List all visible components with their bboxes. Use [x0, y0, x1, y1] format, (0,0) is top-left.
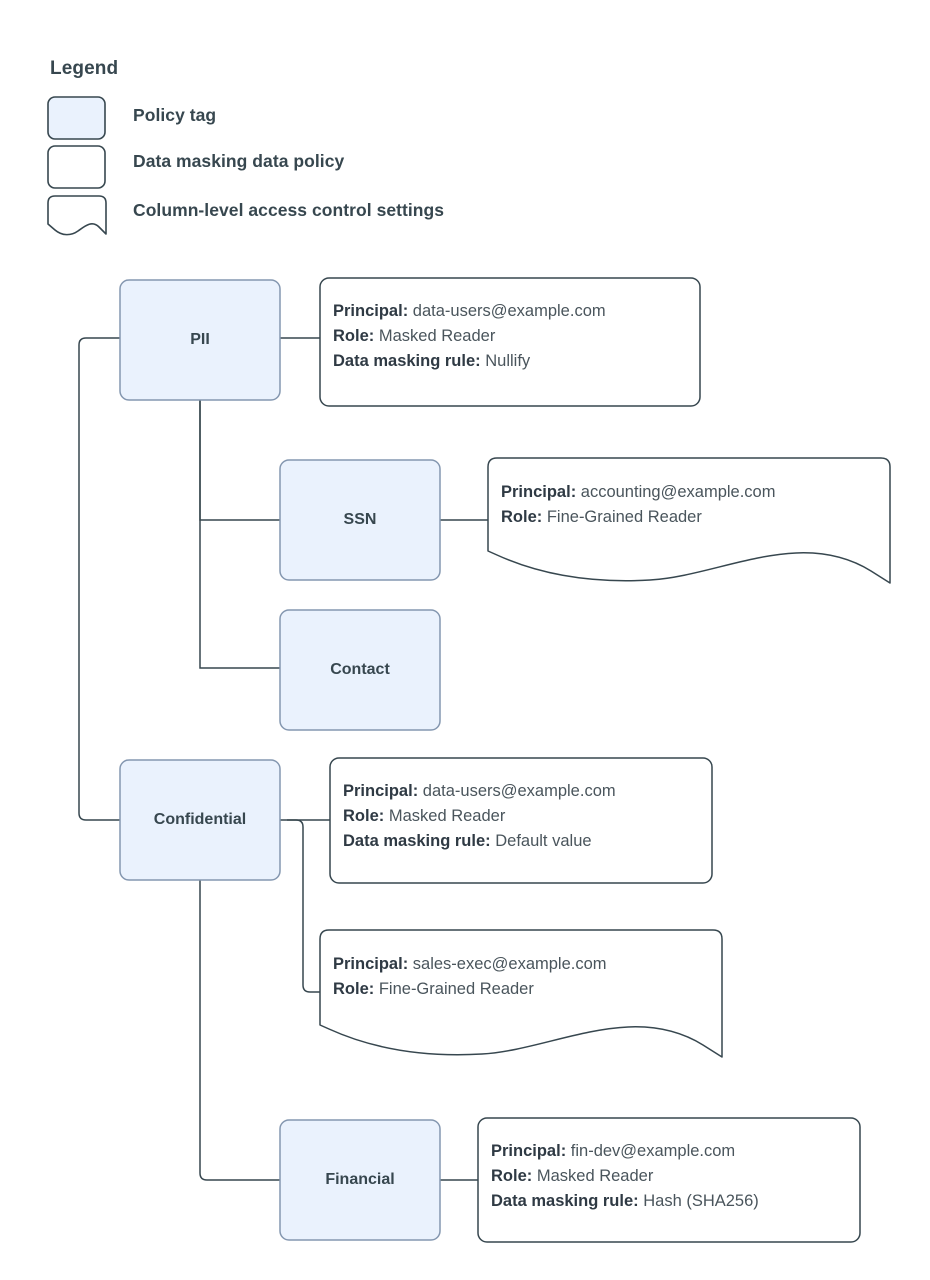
value-principal: data-users@example.com [412, 302, 606, 320]
value-data-masking-rule: Default value [495, 832, 592, 850]
label-principal: Principal: [491, 1142, 567, 1160]
legend-label-data-masking-data-policy: Data masking data policy [133, 151, 345, 171]
connector-pii-to-ssn [199, 400, 280, 521]
node-financial[interactable] [279, 1119, 441, 1241]
callout-line-role: Role: Fine-Grained Reader [501, 505, 775, 530]
value-role: Masked Reader [378, 327, 496, 345]
node-ssn[interactable] [279, 459, 441, 581]
legend-label-column-level-access-control-settings: Column-level access control settings [133, 200, 445, 220]
callout-line-principal: Principal: data-users@example.com [333, 299, 606, 324]
label-principal: Principal: [333, 955, 409, 973]
callout-line-principal: Principal: fin-dev@example.com [491, 1139, 759, 1164]
callout-line-role: Role: Masked Reader [491, 1164, 759, 1189]
label-data-masking-rule: Data masking rule: [343, 832, 491, 850]
label-role: Role: [491, 1167, 533, 1185]
connector-pii-to-contact [199, 400, 280, 669]
node-contact[interactable] [279, 609, 441, 731]
callout-line-role: Role: Fine-Grained Reader [333, 977, 607, 1002]
callout-line-principal: Principal: sales-exec@example.com [333, 952, 607, 977]
connector-trunk-pii-confidential [78, 337, 120, 821]
connector-confidential-to-financial [199, 880, 280, 1181]
value-role: Fine-Grained Reader [378, 980, 534, 998]
callout-confidential-policy[interactable] [329, 757, 713, 884]
node-label-confidential: Confidential [153, 811, 247, 828]
label-role: Role: [333, 980, 375, 998]
value-principal: fin-dev@example.com [570, 1142, 736, 1160]
label-principal: Principal: [343, 782, 419, 800]
value-principal: sales-exec@example.com [412, 955, 607, 973]
callout-text-confidential-policy: Principal: data-users@example.com Role: … [343, 779, 616, 854]
legend-title: Legend [50, 58, 119, 79]
callout-financial-policy[interactable] [477, 1117, 861, 1243]
legend-swatch-column-level-access-control-settings [47, 195, 107, 236]
legend-swatch-data-masking-data-policy [47, 145, 106, 189]
callout-line-principal: Principal: accounting@example.com [501, 480, 775, 505]
callout-text-pii-policy: Principal: data-users@example.com Role: … [333, 299, 606, 374]
callout-pii-policy[interactable] [319, 277, 701, 407]
node-pii[interactable] [119, 279, 281, 401]
node-label-financial: Financial [325, 1171, 395, 1188]
callout-line-data-masking-rule: Data masking rule: Hash (SHA256) [491, 1189, 759, 1214]
callout-text-financial-policy: Principal: fin-dev@example.com Role: Mas… [491, 1139, 759, 1214]
callout-line-data-masking-rule: Data masking rule: Default value [343, 829, 616, 854]
callout-line-data-masking-rule: Data masking rule: Nullify [333, 349, 606, 374]
callout-line-role: Role: Masked Reader [333, 324, 606, 349]
callout-line-role: Role: Masked Reader [343, 804, 616, 829]
label-role: Role: [501, 508, 543, 526]
label-data-masking-rule: Data masking rule: [333, 352, 481, 370]
value-principal: data-users@example.com [422, 782, 616, 800]
callout-confidential-access[interactable] [319, 929, 723, 1058]
node-label-ssn: SSN [343, 511, 377, 528]
callout-ssn-access[interactable] [487, 457, 891, 584]
legend-swatch-policy-tag [47, 96, 106, 140]
value-role: Masked Reader [536, 1167, 654, 1185]
value-principal: accounting@example.com [580, 483, 776, 501]
value-role: Masked Reader [388, 807, 506, 825]
label-role: Role: [333, 327, 375, 345]
value-data-masking-rule: Hash (SHA256) [643, 1192, 759, 1210]
callout-line-principal: Principal: data-users@example.com [343, 779, 616, 804]
callout-text-confidential-access: Principal: sales-exec@example.com Role: … [333, 952, 607, 1002]
legend-label-policy-tag: Policy tag [133, 105, 217, 125]
value-data-masking-rule: Nullify [485, 352, 531, 370]
connector-confidential-to-access [287, 819, 320, 993]
node-label-contact: Contact [330, 661, 390, 678]
value-role: Fine-Grained Reader [546, 508, 702, 526]
label-principal: Principal: [333, 302, 409, 320]
label-role: Role: [343, 807, 385, 825]
callout-text-ssn-access: Principal: accounting@example.com Role: … [501, 480, 775, 530]
node-label-pii: PII [190, 331, 210, 348]
label-data-masking-rule: Data masking rule: [491, 1192, 639, 1210]
node-confidential[interactable] [119, 759, 281, 881]
label-principal: Principal: [501, 483, 577, 501]
